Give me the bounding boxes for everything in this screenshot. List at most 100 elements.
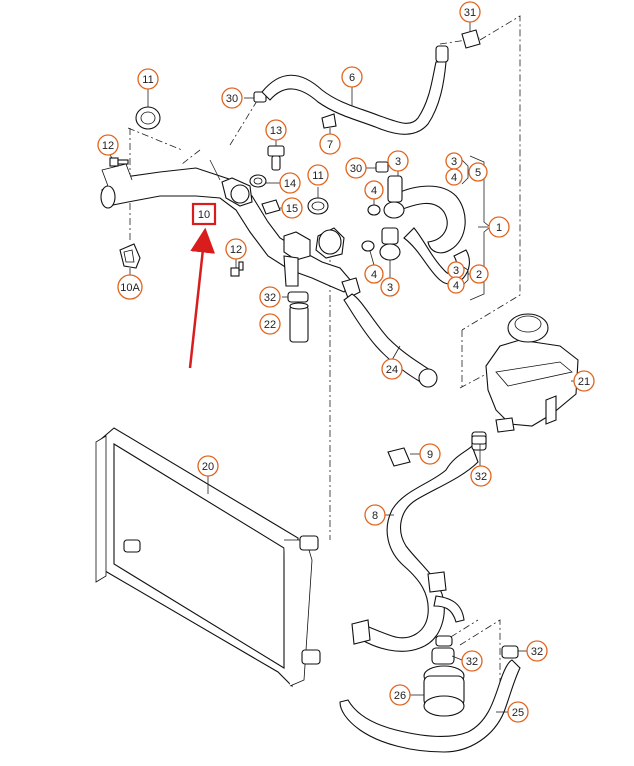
clip-7 (321, 113, 337, 134)
hose-1 (391, 185, 470, 285)
oring-4a (367, 204, 381, 216)
callout-8-label: 8 (372, 510, 378, 522)
callout-1: 1 (488, 216, 510, 238)
clamp-32c (435, 635, 463, 661)
callout-7: 7 (319, 133, 341, 155)
callout-12-label: 12 (102, 140, 114, 152)
callout-31: 31 (459, 1, 481, 23)
callout-5: 5 (468, 162, 488, 182)
callout-2-label: 2 (476, 269, 482, 281)
clip-15 (261, 199, 283, 215)
callout-9: 9 (419, 443, 441, 465)
callout-15-label: 15 (286, 203, 298, 215)
callout-12a: 12 (97, 134, 119, 156)
hose-8 (351, 431, 487, 652)
seal-ring-11b (307, 187, 329, 215)
hose-6 (261, 45, 449, 135)
callout-30a: 30 (221, 87, 243, 109)
fitting-30a (244, 91, 267, 103)
callout-24-label: 24 (386, 364, 398, 376)
callout-22: 22 (259, 313, 281, 335)
callout-5-label: 5 (475, 167, 481, 179)
callout-15: 15 (281, 197, 303, 219)
clip-9 (387, 447, 420, 467)
callout-20: 20 (197, 455, 219, 477)
callout-30b: 30 (345, 157, 367, 179)
callout-32a-label: 32 (264, 292, 276, 304)
highlight-label: 10 (198, 209, 210, 221)
callout-3d: 3 (447, 261, 465, 279)
callout-32b: 32 (470, 465, 492, 487)
callout-26: 26 (389, 684, 411, 706)
connector-3-upper (383, 175, 405, 219)
callout-12b-label: 12 (230, 244, 242, 256)
callout-3a-label: 3 (395, 156, 401, 168)
callout-30b-label: 30 (350, 163, 362, 175)
connector-3-lower (379, 227, 401, 261)
callout-11a: 11 (137, 68, 159, 90)
callout-4b-label: 4 (371, 185, 377, 197)
callout-2: 2 (469, 264, 489, 284)
callout-32d: 32 (526, 640, 548, 662)
callout-10a: 10A (117, 274, 143, 300)
callout-11b-label: 11 (312, 170, 323, 182)
hose-24 (343, 293, 438, 388)
clamp-32a (282, 291, 309, 303)
callout-4a-label: 4 (451, 172, 457, 184)
seal-ring-11a (135, 89, 161, 130)
callout-13: 13 (265, 119, 287, 141)
callout-3a: 3 (387, 150, 409, 172)
radiator-20 (95, 427, 321, 688)
callout-32b-label: 32 (475, 471, 487, 483)
fitting-30b (366, 161, 389, 173)
callout-26-label: 26 (394, 690, 406, 702)
callout-7-label: 7 (327, 139, 333, 151)
callout-20-label: 20 (202, 461, 214, 473)
callout-1-label: 1 (496, 222, 502, 234)
seal-ring-14 (249, 174, 281, 188)
callout-12b: 12 (225, 238, 247, 260)
callout-10A-label: 10A (120, 282, 140, 294)
coolant-pipe-10 (100, 159, 361, 299)
callout-31-label: 31 (464, 7, 476, 19)
callout-24: 24 (381, 358, 403, 380)
callout-11-label: 11 (142, 74, 153, 86)
callout-30-label: 30 (226, 93, 238, 105)
callout-32a: 32 (259, 286, 281, 308)
pump-26 (410, 647, 465, 717)
callout-3c-label: 3 (387, 282, 393, 294)
sensor-13 (267, 136, 285, 171)
callout-3b: 3 (445, 152, 463, 170)
cap-31 (461, 22, 481, 49)
callout-14: 14 (279, 172, 301, 194)
highlight-arrow (188, 227, 216, 369)
callout-4b: 4 (364, 180, 384, 200)
highlight-box-10: 10 (191, 202, 217, 226)
callout-4c: 4 (364, 264, 384, 284)
leader-lines (369, 171, 488, 361)
callout-21-label: 21 (578, 376, 590, 388)
callout-3b-label: 3 (451, 156, 457, 168)
callout-11b: 11 (307, 164, 329, 186)
callout-6-label: 6 (349, 72, 355, 84)
expansion-tank-21 (485, 313, 579, 433)
clamp-32b (471, 435, 487, 466)
callout-32c: 32 (461, 650, 483, 672)
callout-3c: 3 (380, 277, 400, 297)
oring-4c (361, 240, 375, 252)
callout-9-label: 9 (427, 449, 433, 461)
bolt-12b (230, 259, 244, 277)
callout-25: 25 (507, 701, 529, 723)
hose-22 (289, 302, 309, 343)
callouts: 31 11 6 30 12 13 7 30 3 3 4 5 14 11 4 15… (97, 1, 595, 723)
callout-32d-label: 32 (531, 646, 543, 658)
callout-14-label: 14 (284, 178, 296, 190)
callout-4a: 4 (445, 168, 463, 186)
clamp-32d (501, 645, 527, 659)
bracket-10A (119, 243, 141, 277)
callout-25-label: 25 (512, 707, 524, 719)
callout-4d: 4 (447, 276, 465, 294)
callout-4c-label: 4 (371, 269, 377, 281)
